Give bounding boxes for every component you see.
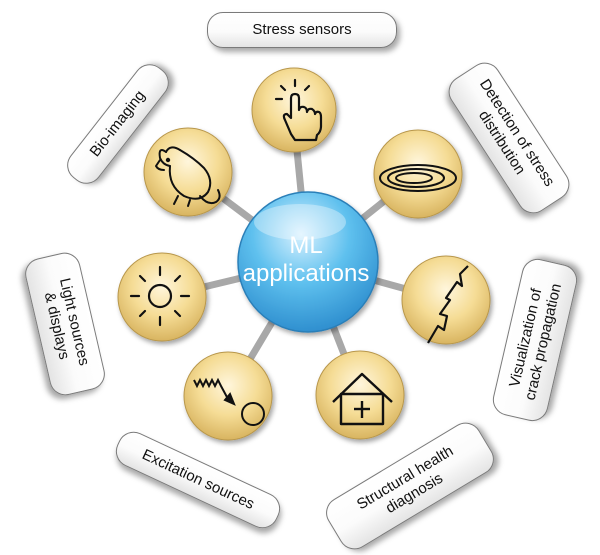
touch-icon bbox=[274, 78, 323, 142]
node-crack-propagation bbox=[401, 255, 491, 345]
mouse-icon bbox=[155, 146, 221, 207]
node-stress-distribution bbox=[373, 129, 463, 219]
node-bio-imaging bbox=[143, 127, 233, 217]
wave-circle-icon bbox=[193, 377, 265, 426]
node-light-sources bbox=[117, 252, 207, 342]
node-structural-health bbox=[315, 350, 405, 440]
ellipses-icon bbox=[379, 164, 457, 192]
label-stress-sensors-text: Stress sensors bbox=[252, 21, 352, 38]
node-stress-sensors bbox=[251, 67, 337, 153]
center-title-line1: ML bbox=[289, 232, 322, 259]
center-title-line2: applications bbox=[243, 260, 370, 287]
sun-icon bbox=[129, 265, 191, 327]
house-plus-icon bbox=[332, 372, 393, 426]
node-excitation-sources bbox=[183, 351, 273, 441]
center-node: ML applications bbox=[237, 191, 379, 333]
label-stress-sensors: Stress sensors bbox=[207, 12, 397, 48]
crack-icon bbox=[427, 265, 469, 344]
